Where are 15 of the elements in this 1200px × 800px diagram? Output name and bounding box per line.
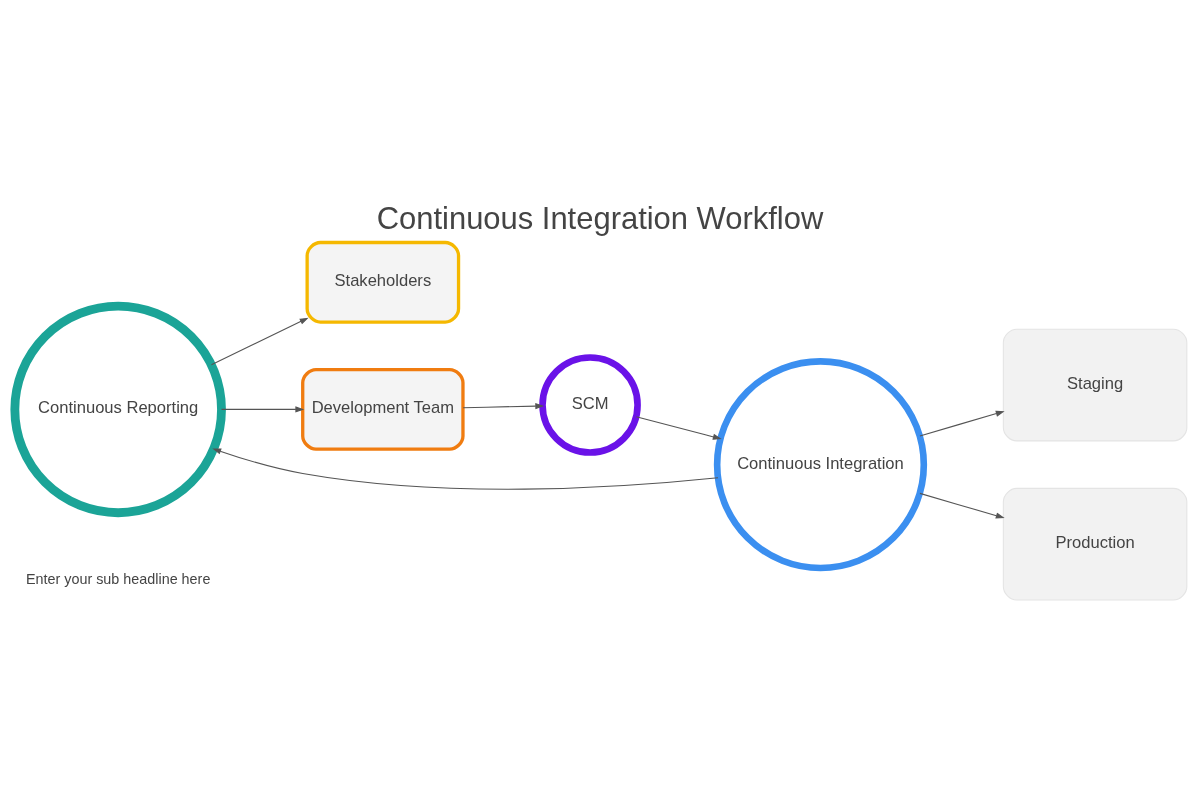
arrow [212, 448, 719, 490]
arrow [919, 492, 1005, 519]
diagram-title: Continuous Integration Workflow [376, 200, 824, 236]
arrow [635, 416, 722, 440]
node-box: Production [1002, 487, 1188, 601]
node-circle: Continuous Reporting [10, 301, 226, 518]
node-box: Stakeholders [305, 240, 461, 324]
arrow [220, 406, 305, 413]
node-box: Staging [1002, 328, 1188, 442]
arrow [462, 403, 545, 410]
arrow [919, 410, 1005, 437]
label: Enter your sub headline here [25, 571, 211, 588]
arrow [210, 317, 309, 366]
node-box: Development Team [301, 367, 465, 451]
node-circle: SCM [539, 354, 641, 456]
